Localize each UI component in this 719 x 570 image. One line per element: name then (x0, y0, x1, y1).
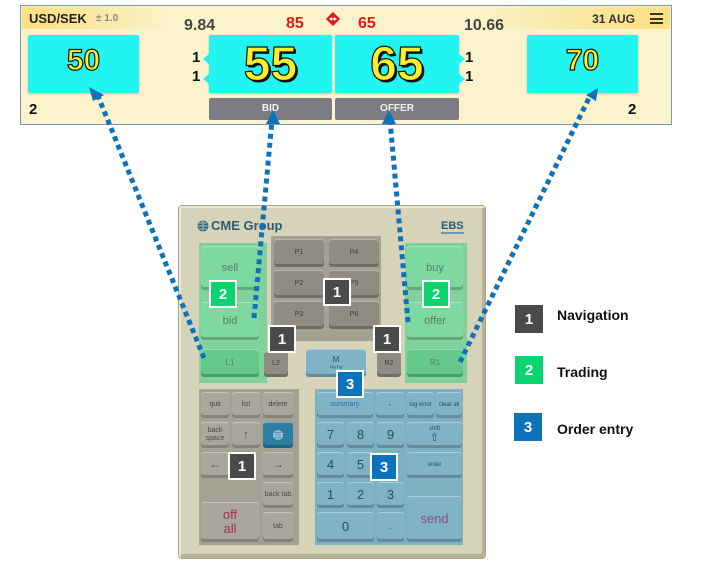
key-bid[interactable]: bid (201, 302, 259, 340)
key-list[interactable]: list (232, 392, 260, 418)
left-qty: 2 (29, 101, 38, 118)
bid-size: 1 (192, 68, 201, 85)
right-price-box[interactable]: 70 (527, 35, 638, 93)
badge-nav-arrows: 1 (228, 452, 256, 480)
hamburger-icon[interactable] (650, 13, 663, 24)
offer-price-box[interactable]: 65 (335, 35, 459, 93)
tile-header-right (470, 7, 670, 29)
price-tile: USD/SEK ± 1.0 31 AUG 9.84 85 65 10.66 50… (20, 5, 672, 125)
key-off-all[interactable]: off all (201, 502, 259, 542)
tile-header-left (22, 7, 172, 29)
badge-trading-left: 2 (209, 280, 237, 308)
bid-price: 55 (243, 37, 298, 91)
legend-label-order-entry: Order entry (557, 421, 634, 437)
bid-low: 9.84 (184, 17, 216, 34)
key-p4[interactable]: P4 (329, 239, 379, 267)
key-p1[interactable]: P1 (274, 239, 324, 267)
legend-badge-navigation: 1 (515, 305, 543, 333)
offer-size: 1 (465, 49, 474, 66)
offer-button[interactable]: OFFER (335, 98, 459, 120)
key-3[interactable]: 3 (377, 482, 404, 508)
globe-icon (273, 430, 283, 440)
key-l1[interactable]: L1 (201, 349, 259, 377)
key-right-arrow[interactable]: → (263, 452, 293, 478)
red-diamond-arrows-icon (324, 10, 342, 28)
key-send[interactable]: send (407, 496, 462, 542)
key-all-label: all (223, 521, 237, 536)
left-price-box[interactable]: 50 (28, 35, 139, 93)
right-qty: 2 (628, 101, 637, 118)
key-m-label: M (332, 355, 340, 365)
shift-arrow-icon: ⇧ (429, 432, 440, 445)
bid-size: 1 (192, 49, 201, 66)
badge-nav-presets: 1 (323, 278, 351, 306)
bid-notch (203, 54, 209, 64)
key-off-label: off (222, 506, 238, 522)
badge-nav-r2: 1 (373, 325, 401, 353)
key-0[interactable]: 0 (317, 512, 374, 542)
offer-notch (459, 54, 465, 64)
badge-entry-top: 3 (336, 370, 364, 398)
legend-label-navigation: Navigation (557, 307, 629, 323)
key-8[interactable]: 8 (347, 422, 374, 448)
offer-size: 1 (465, 68, 474, 85)
key-log-error[interactable]: log error (407, 392, 434, 418)
offer-high: 10.66 (464, 17, 505, 34)
key-quit[interactable]: quit (201, 392, 229, 418)
key-m-sub: Sig Fig (329, 364, 343, 370)
key-clear-all[interactable]: clear all (436, 392, 462, 418)
key-globe[interactable] (263, 422, 293, 448)
legend-badge-trading: 2 (515, 356, 543, 384)
key-offer[interactable]: offer (407, 302, 463, 340)
pip-range: ± 1.0 (96, 13, 119, 24)
bid-button[interactable]: BID (209, 98, 332, 120)
cme-group-logo: CME Group (197, 218, 283, 233)
offer-notch (459, 74, 465, 84)
key-enter[interactable]: enter (407, 452, 462, 478)
key-4[interactable]: 4 (317, 452, 344, 478)
globe-logo-icon (197, 220, 209, 231)
key-p3[interactable]: P3 (274, 301, 324, 329)
bid-notch (203, 74, 209, 84)
key-r2[interactable]: R2 (377, 351, 401, 377)
badge-nav-l2: 1 (268, 325, 296, 353)
key-9[interactable]: 9 (377, 422, 404, 448)
key-back-space[interactable]: back space (201, 422, 229, 448)
bid-price-box[interactable]: 55 (209, 35, 332, 93)
key-decimal[interactable]: . (377, 512, 404, 542)
legend-badge-order-entry: 3 (514, 413, 542, 441)
offer-price: 65 (370, 37, 425, 91)
key-tab[interactable]: tab (263, 512, 293, 542)
ebs-keyboard: CME Group EBS P1 P2 P3 P4 P5 P6 sell bid… (178, 205, 486, 559)
key-shift-label: shift (428, 425, 440, 432)
cme-group-text: CME Group (211, 218, 283, 233)
key-delete[interactable]: delete (263, 392, 293, 418)
value-date: 31 AUG (592, 12, 635, 26)
key-7[interactable]: 7 (317, 422, 344, 448)
ebs-logo: EBS (441, 220, 464, 234)
bid-trend: 85 (286, 15, 304, 32)
key-minus[interactable]: - (376, 392, 404, 418)
key-2[interactable]: 2 (347, 482, 374, 508)
key-left-arrow[interactable]: ← (201, 452, 229, 478)
badge-trading-right: 2 (422, 280, 450, 308)
key-5[interactable]: 5 (347, 452, 374, 478)
left-price: 50 (66, 43, 101, 77)
key-1[interactable]: 1 (317, 482, 344, 508)
key-up-arrow[interactable]: ↑ (232, 422, 260, 448)
currency-pair: USD/SEK (29, 11, 87, 26)
key-r1[interactable]: R1 (407, 349, 463, 377)
badge-entry-numpad: 3 (370, 453, 398, 481)
key-shift[interactable]: shift ⇧ (407, 422, 462, 448)
key-l2[interactable]: L2 (264, 351, 288, 377)
key-back-tab[interactable]: back tab (263, 482, 293, 508)
legend-label-trading: Trading (557, 364, 608, 380)
right-price: 70 (565, 43, 600, 77)
key-p2[interactable]: P2 (274, 270, 324, 298)
offer-trend: 65 (358, 15, 376, 32)
